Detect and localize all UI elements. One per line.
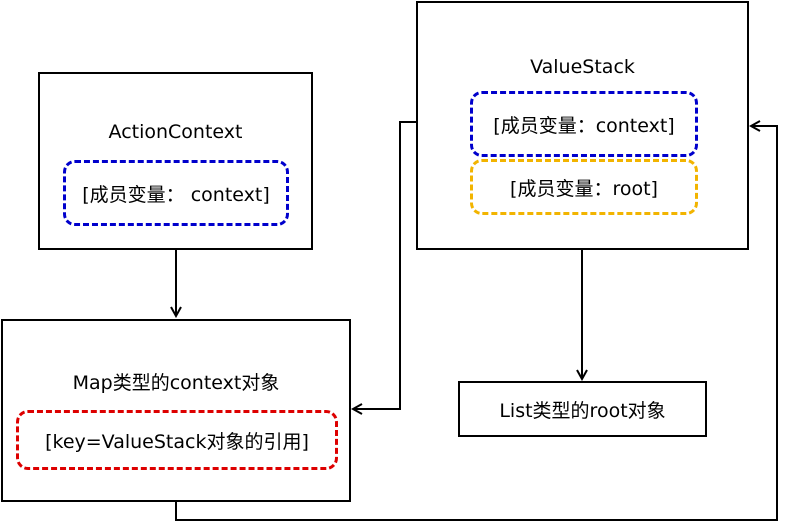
list-root-title: List类型的root对象: [499, 399, 666, 422]
actioncontext-context-label: [成员变量： context]: [82, 183, 270, 206]
valuestack-root-field: [成员变量：root]: [470, 159, 698, 215]
actioncontext-box: ActionContext [成员变量： context]: [38, 72, 313, 250]
map-context-box: Map类型的context对象 [key=ValueStack对象的引用]: [1, 319, 351, 502]
map-context-key-label: [key=ValueStack对象的引用]: [45, 430, 309, 453]
valuestack-title: ValueStack: [530, 56, 635, 78]
valuestack-context-label: [成员变量：context]: [493, 114, 675, 137]
valuestack-context-field: [成员变量：context]: [470, 91, 698, 157]
actioncontext-title: ActionContext: [108, 121, 243, 143]
valuestack-root-label: [成员变量：root]: [510, 177, 658, 200]
map-context-title: Map类型的context对象: [72, 372, 280, 394]
actioncontext-context-field: [成员变量： context]: [63, 160, 289, 226]
list-root-box: List类型的root对象: [458, 381, 707, 437]
valuestack-box: ValueStack [成员变量：context] [成员变量：root]: [416, 1, 749, 250]
map-context-key-field: [key=ValueStack对象的引用]: [16, 410, 338, 470]
